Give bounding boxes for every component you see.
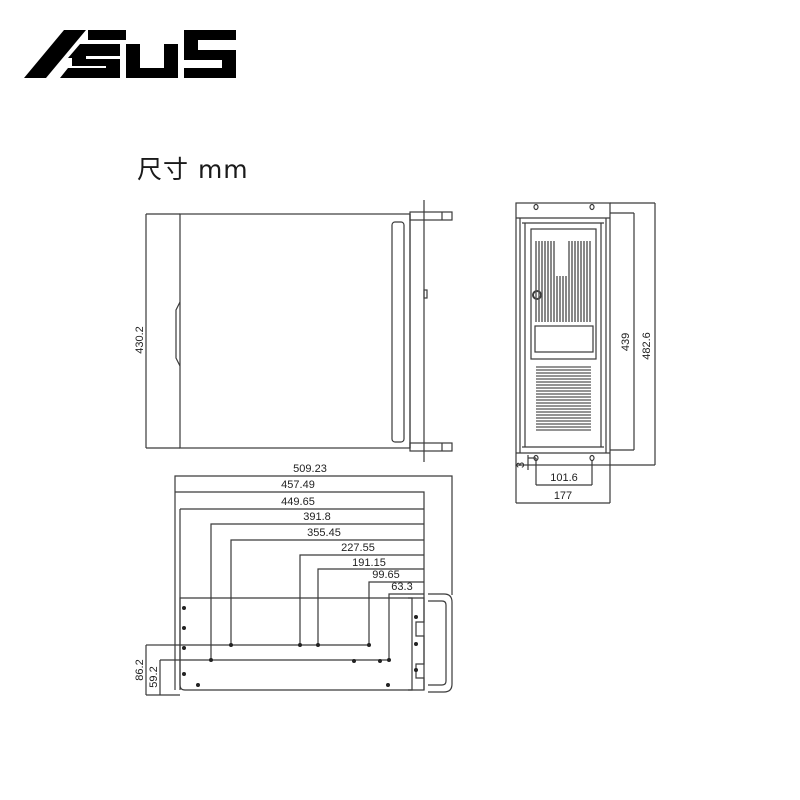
side-view	[145, 200, 453, 462]
front-offset-label: 3	[515, 462, 527, 468]
top-view-screw-holes	[182, 606, 418, 687]
front-grille-upper	[535, 241, 591, 322]
depth-label-7: 99.65	[372, 569, 400, 581]
height-label-86: 86.2	[134, 659, 146, 680]
depth-label-2: 449.65	[281, 496, 315, 508]
page-title: 尺寸 mm	[137, 155, 249, 184]
front-inner-height-label: 439	[620, 333, 632, 351]
depth-label-3: 391.8	[303, 511, 331, 523]
front-hole-spacing-label: 101.6	[550, 472, 578, 484]
front-grille-lower	[536, 366, 591, 431]
depth-label-6: 191.15	[352, 557, 386, 569]
top-view	[145, 475, 453, 696]
side-height-label: 430.2	[134, 326, 146, 354]
front-outer-height-label: 482.6	[641, 332, 653, 360]
front-view	[515, 202, 656, 504]
depth-label-8: 63.3	[391, 581, 412, 593]
asus-logo	[24, 30, 236, 78]
depth-label-4: 355.45	[307, 527, 341, 539]
height-label-59: 59.2	[148, 666, 160, 687]
depth-label-1: 457.49	[281, 479, 315, 491]
depth-label-5: 227.55	[341, 542, 375, 554]
depth-label-0: 509.23	[293, 463, 327, 475]
front-width-label: 177	[554, 490, 572, 502]
